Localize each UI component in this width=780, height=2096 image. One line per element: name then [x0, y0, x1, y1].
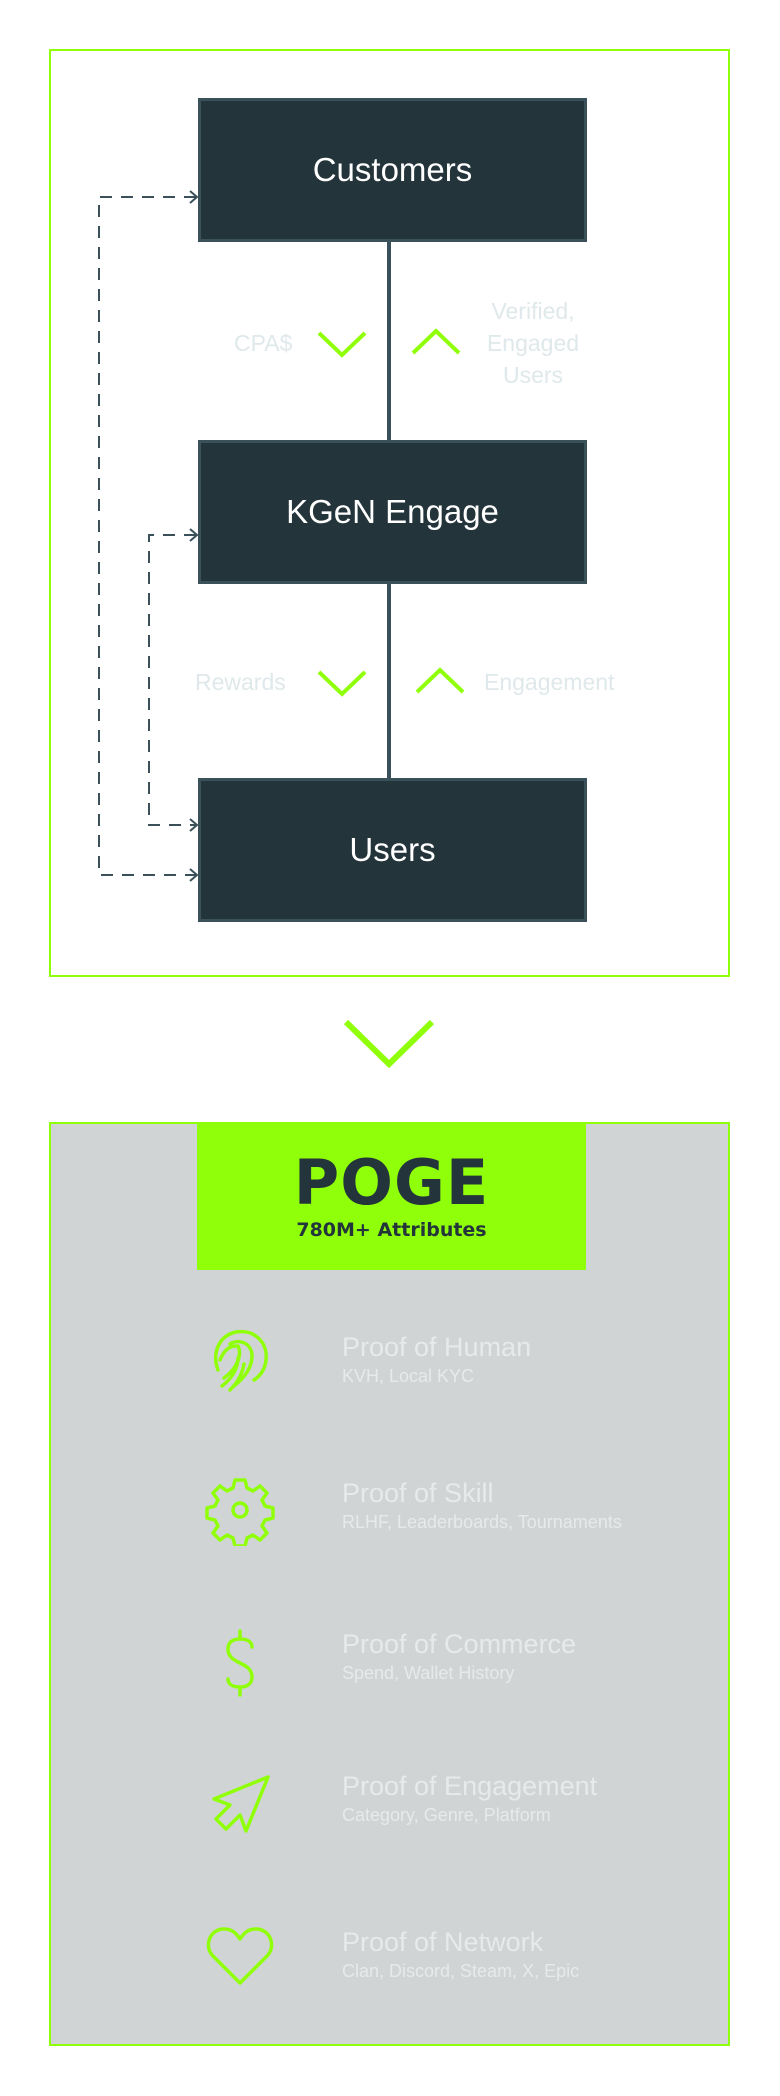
arrowhead-icon — [189, 528, 199, 542]
gear-icon — [205, 1478, 275, 1546]
proof-title: Proof of Commerce — [342, 1629, 577, 1659]
proof-text: Proof of Network Clan, Discord, Steam, X… — [342, 1925, 672, 1983]
label-engagement: Engagement — [484, 669, 615, 695]
arrowhead-icon — [189, 868, 199, 882]
node-customers-label: Customers — [312, 151, 473, 188]
poge-header: POGE 780M+ Attributes — [197, 1124, 586, 1270]
dollar-icon — [226, 1629, 254, 1697]
label-users-line: Users — [502, 362, 564, 388]
dashed-loop-outer — [98, 196, 196, 876]
arrowhead-icon — [189, 190, 199, 204]
label-engaged-line: Engaged — [486, 330, 580, 356]
fingerprint-icon — [214, 1329, 268, 1392]
label-cpa: CPA$ — [234, 330, 293, 356]
node-users: Users — [198, 778, 587, 922]
chevron-up-icon — [411, 328, 461, 355]
label-verified-users: Verified, Engaged Users — [473, 295, 593, 391]
label-verified-line: Verified, — [491, 298, 575, 324]
poge-title: POGE — [293, 1146, 490, 1219]
proof-text: Proof of Skill RLHF, Leaderboards, Tourn… — [342, 1476, 672, 1534]
proof-title: Proof of Human — [342, 1332, 532, 1362]
chevron-down-icon — [317, 331, 367, 358]
proof-desc: Category, Genre, Platform — [342, 1805, 551, 1825]
proof-desc: RLHF, Leaderboards, Tournaments — [342, 1512, 622, 1532]
dashed-loop-inner — [148, 534, 196, 826]
arrowhead-icon — [189, 818, 199, 832]
node-users-label: Users — [349, 831, 436, 868]
proof-text: Proof of Human KVH, Local KYC — [342, 1330, 672, 1388]
node-customers: Customers — [198, 98, 587, 242]
flow-connectors — [98, 190, 465, 882]
poge-subtitle: 780M+ Attributes — [296, 1219, 487, 1241]
heart-icon — [206, 1927, 274, 1985]
proof-desc: Spend, Wallet History — [342, 1663, 515, 1683]
proof-desc: KVH, Local KYC — [342, 1366, 475, 1386]
chevron-up-icon — [415, 667, 465, 694]
poge-panel: POGE 780M+ Attributes Proof of Human KVH… — [49, 1122, 730, 2046]
node-kgen-engage: KGeN Engage — [198, 440, 587, 584]
proof-title: Proof of Engagement — [342, 1771, 598, 1801]
proof-text: Proof of Commerce Spend, Wallet History — [342, 1627, 672, 1685]
label-rewards: Rewards — [195, 669, 286, 695]
proof-text: Proof of Engagement Category, Genre, Pla… — [342, 1769, 672, 1827]
node-kgen-engage-label: KGeN Engage — [286, 493, 499, 530]
proof-title: Proof of Network — [342, 1927, 544, 1957]
proof-title: Proof of Skill — [342, 1478, 494, 1508]
flow-diagram-panel: Customers KGeN Engage Users CPA$ Verifie… — [49, 49, 730, 977]
cursor-arrow-icon — [212, 1775, 270, 1833]
proof-desc: Clan, Discord, Steam, X, Epic — [342, 1961, 580, 1981]
chevron-down-icon — [317, 670, 367, 697]
